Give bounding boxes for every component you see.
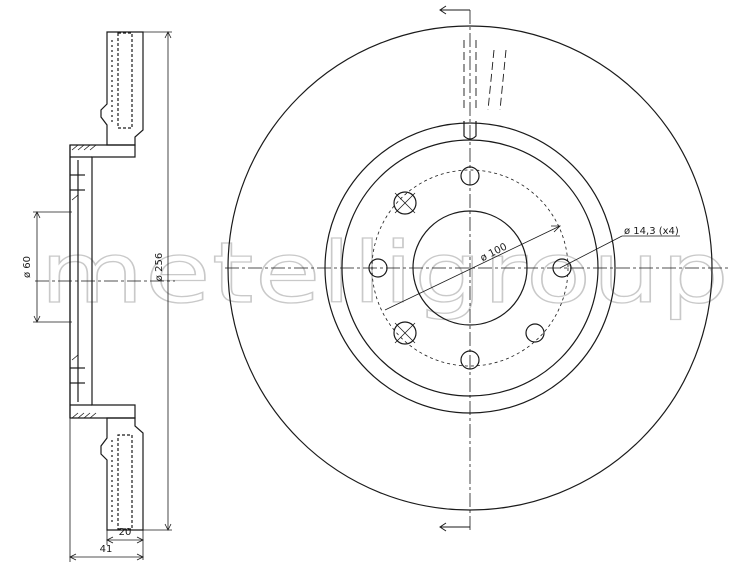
total-height-dimension: 41 [100,544,113,555]
bolt-hole-top-left [393,191,417,215]
side-upper-vent-channel [117,32,133,129]
bolt-hole-dimension: ø 14,3 (x4) [624,226,679,237]
hub-bore-dimension: ø 60 [22,256,33,278]
bolt-hole-bottom-right [525,323,545,343]
side-upper-friction-ring [100,31,144,146]
front-leader-lines [384,225,680,311]
disc-diameter-dimension: ø 256 [154,253,165,281]
thickness-dimension: 20 [119,527,132,538]
side-section-view [35,31,175,531]
front-view [225,10,730,530]
side-dimension-lines [33,31,172,562]
bolt-hole-bottom-left [393,321,417,345]
section-arrows [439,5,470,532]
side-lower-vent-channel [117,434,133,530]
